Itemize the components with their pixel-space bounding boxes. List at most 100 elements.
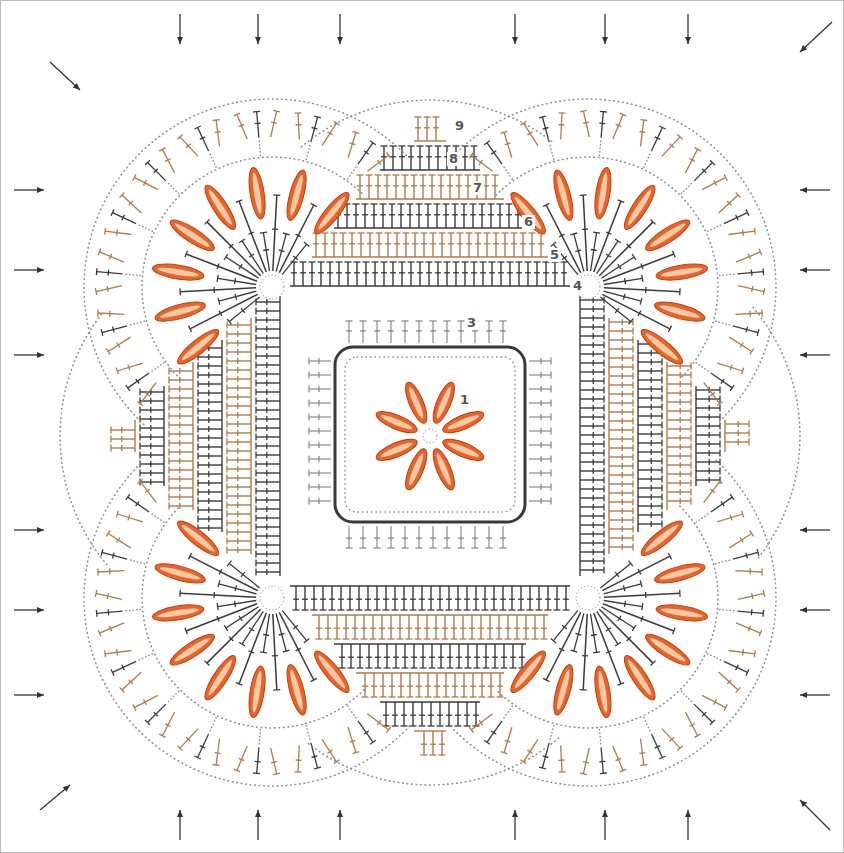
stitch-symbol bbox=[219, 291, 257, 301]
stitch-top bbox=[451, 638, 458, 639]
stitch-symbol bbox=[148, 163, 166, 181]
stitch-top bbox=[168, 395, 169, 402]
stitch-symbol bbox=[457, 702, 458, 726]
stitch-bar bbox=[403, 243, 409, 244]
stitch-bar bbox=[593, 432, 594, 438]
stitch-symbol bbox=[638, 388, 662, 389]
stitch-symbol bbox=[333, 233, 334, 257]
stitch-bar bbox=[455, 599, 461, 600]
stitch-bar bbox=[453, 272, 459, 273]
stitch-bar bbox=[150, 452, 151, 458]
stitch-symbol bbox=[667, 500, 691, 501]
stitch-bar bbox=[350, 740, 356, 742]
stitch-symbol bbox=[169, 379, 193, 380]
stitch-top bbox=[308, 358, 309, 365]
stitch-top bbox=[603, 414, 604, 421]
stitch-symbol bbox=[394, 586, 395, 610]
stitch-top bbox=[455, 725, 462, 726]
stitch-top bbox=[603, 369, 604, 376]
stitch-bar bbox=[593, 369, 594, 375]
stitch-bar bbox=[237, 439, 238, 445]
stitch-bar bbox=[622, 463, 623, 469]
stitch-top bbox=[443, 203, 450, 204]
stitch-bar bbox=[651, 377, 652, 383]
stitch-bar bbox=[638, 311, 641, 316]
stitch-symbol bbox=[449, 175, 450, 199]
stitch-bar bbox=[150, 470, 151, 476]
petal-stripe bbox=[157, 607, 199, 619]
stitch-top bbox=[478, 638, 485, 639]
stitch-symbol bbox=[377, 175, 378, 199]
stitch-top bbox=[370, 638, 377, 639]
stitch-symbol bbox=[529, 388, 551, 389]
petal-stitch bbox=[283, 168, 310, 222]
stitch-bar bbox=[237, 430, 238, 436]
stitch-bar bbox=[709, 414, 710, 420]
stitch-bar bbox=[491, 151, 496, 154]
stitch-bar bbox=[266, 497, 267, 503]
stitch-top bbox=[462, 145, 469, 146]
stitch-symbol bbox=[198, 383, 222, 384]
stitch-bar bbox=[237, 538, 238, 544]
stitch-top bbox=[133, 174, 136, 180]
stitch-symbol bbox=[432, 233, 433, 257]
stitch-symbol bbox=[273, 195, 277, 271]
stitch-top bbox=[492, 174, 499, 175]
stitch-top bbox=[719, 468, 720, 475]
stitch-top bbox=[434, 203, 441, 204]
stitch-top bbox=[398, 696, 405, 697]
stitch-top bbox=[447, 667, 454, 668]
stitch-bar bbox=[179, 503, 180, 509]
stitch-bar bbox=[534, 272, 540, 273]
stitch-bar bbox=[518, 599, 524, 600]
stitch-bar bbox=[562, 256, 567, 260]
stitch-bar bbox=[680, 426, 681, 432]
stitch-bar bbox=[460, 628, 466, 629]
stitch-bar bbox=[552, 272, 558, 273]
petal-stripe bbox=[316, 195, 347, 231]
stitch-top bbox=[632, 355, 633, 362]
stitch-bar bbox=[582, 228, 588, 230]
stitch-symbol bbox=[583, 111, 589, 137]
stitch-symbol bbox=[409, 204, 410, 228]
stitch-top bbox=[439, 754, 446, 755]
stitch-bar bbox=[374, 537, 380, 538]
stitch-symbol bbox=[609, 501, 633, 502]
stitch-bar bbox=[651, 404, 652, 410]
stitch-symbol bbox=[580, 533, 604, 534]
stitch-top bbox=[111, 209, 114, 215]
stitch-symbol bbox=[667, 419, 691, 420]
stitch-top bbox=[98, 249, 101, 255]
stitch-symbol bbox=[696, 425, 720, 426]
stitch-symbol bbox=[609, 456, 633, 457]
stitch-bar bbox=[384, 657, 390, 658]
stitch-bar bbox=[505, 628, 511, 629]
chain-link bbox=[600, 140, 601, 156]
stitch-top bbox=[416, 696, 423, 697]
stitch-bar bbox=[651, 458, 652, 464]
stitch-top bbox=[178, 135, 183, 140]
stitch-top bbox=[116, 368, 118, 375]
stitch-top bbox=[661, 503, 662, 510]
stitch-top bbox=[474, 174, 481, 175]
stitch-bar bbox=[622, 400, 623, 406]
stitch-bar bbox=[410, 599, 416, 600]
stitch-top bbox=[470, 203, 477, 204]
stitch-bar bbox=[462, 272, 468, 273]
stitch-symbol bbox=[529, 416, 551, 417]
stitch-top bbox=[603, 378, 604, 385]
stitch-bar bbox=[266, 506, 267, 512]
stitch-top bbox=[111, 669, 114, 675]
stitch-symbol bbox=[583, 614, 587, 690]
stitch-bar bbox=[208, 363, 209, 369]
petal-stripe bbox=[446, 413, 480, 432]
stitch-bar bbox=[625, 278, 626, 284]
stitch-bar bbox=[154, 712, 158, 716]
stitch-top bbox=[197, 498, 198, 505]
stitch-bar bbox=[366, 185, 372, 186]
stitch-symbol bbox=[227, 549, 251, 550]
stitch-top bbox=[690, 408, 691, 415]
stitch-symbol bbox=[376, 321, 377, 343]
stitch-symbol bbox=[271, 748, 277, 774]
stitch-symbol bbox=[418, 526, 419, 548]
